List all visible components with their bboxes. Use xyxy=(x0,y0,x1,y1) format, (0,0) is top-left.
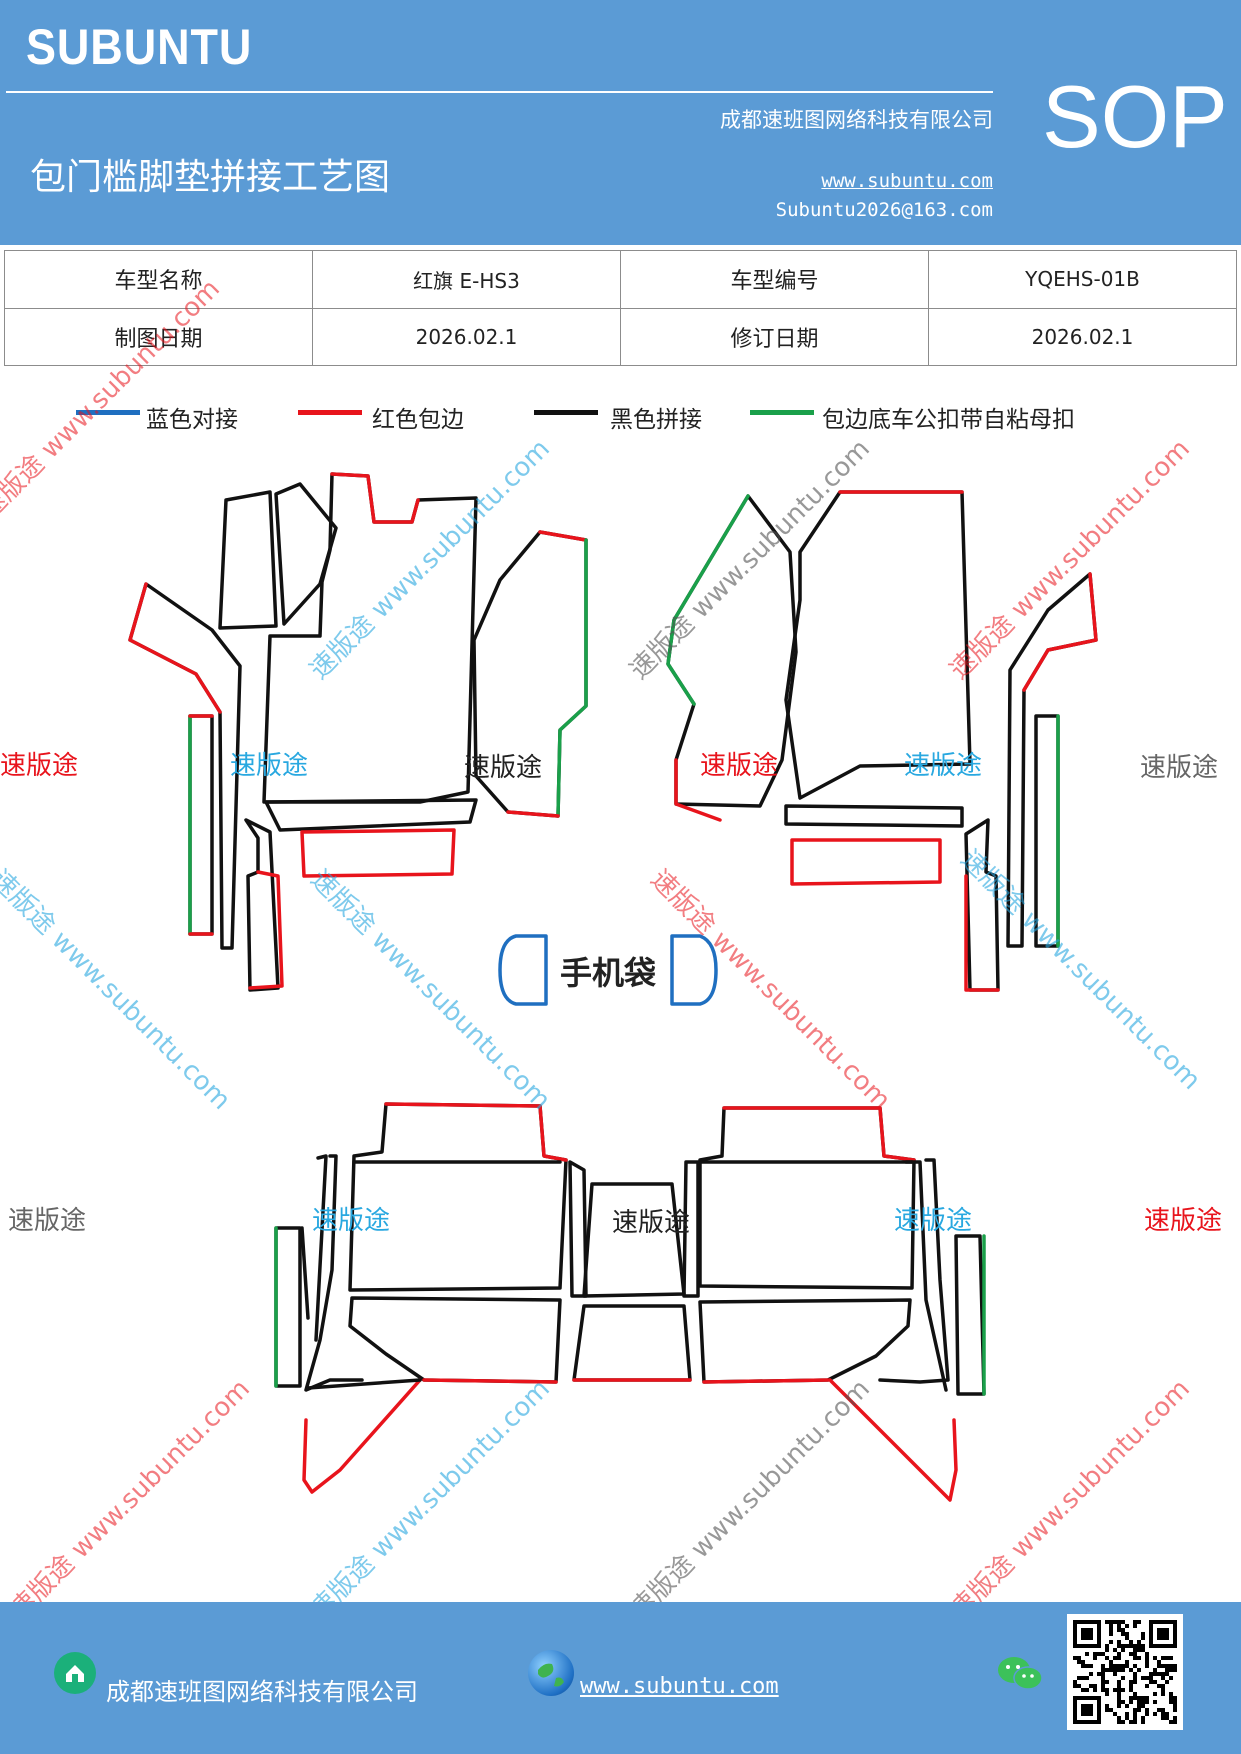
legend-label: 黑色拼接 xyxy=(610,407,702,433)
model-name-value: 红旗 E-HS3 xyxy=(312,250,621,309)
footer-banner: 成都速班图网络科技有限公司 www.subuntu.com xyxy=(0,1602,1241,1754)
phone-bag-label: 手机袋 xyxy=(560,954,656,992)
footer-website-link[interactable]: www.subuntu.com xyxy=(580,1674,779,1699)
watermark-text: 速版途 xyxy=(904,751,983,781)
home-icon-glyph xyxy=(66,1665,84,1682)
watermark-text: 速版途 xyxy=(700,751,779,781)
revise-date-value: 2026.02.1 xyxy=(928,307,1237,366)
header-company: 成都速班图网络科技有限公司 xyxy=(720,108,993,132)
qr-code-pattern xyxy=(1073,1620,1177,1724)
watermark-text: 速版途 xyxy=(0,751,79,781)
watermark-text: 速版途 xyxy=(894,1206,973,1236)
sop-badge: SOP xyxy=(1042,67,1228,166)
revise-date-label: 修订日期 xyxy=(620,307,929,366)
draw-date-value: 2026.02.1 xyxy=(312,307,621,366)
model-code-value: YQEHS-01B xyxy=(928,250,1237,309)
watermark-text: 速版途 xyxy=(1144,1206,1223,1236)
header-website-link[interactable]: www.subuntu.com xyxy=(821,170,993,192)
header-email[interactable]: Subuntu2026@163.com xyxy=(775,199,993,221)
footer-company: 成都速班图网络科技有限公司 xyxy=(106,1678,418,1706)
watermark-text: 速版途 xyxy=(8,1206,87,1236)
header-banner: SUBUNTU 成都速班图网络科技有限公司 包门槛脚垫拼接工艺图 www.sub… xyxy=(0,0,1241,245)
wechat-icon-glyph xyxy=(998,1657,1043,1690)
vehicle-info-table: 车型名称 红旗 E-HS3 车型编号 YQEHS-01B 制图日期 2026.0… xyxy=(4,250,1237,366)
legend-label: 包边底车公扣带自粘母扣 xyxy=(822,407,1075,433)
front-left-mat xyxy=(128,472,588,992)
qr-code-image xyxy=(1067,1614,1183,1730)
header-divider xyxy=(6,91,993,93)
model-name-label: 车型名称 xyxy=(4,250,313,309)
wechat-icon[interactable] xyxy=(996,1654,1044,1694)
brand-logo: SUBUNTU xyxy=(26,19,253,75)
legend-swatch-blue xyxy=(76,410,140,415)
legend-swatch-black xyxy=(534,410,598,415)
rear-mat xyxy=(274,1102,986,1502)
front-right-mat xyxy=(666,490,1098,992)
watermark-text: 速版途 xyxy=(464,753,543,783)
home-icon xyxy=(54,1652,96,1694)
draw-date-label: 制图日期 xyxy=(4,307,313,366)
table-row: 制图日期 2026.02.1 修订日期 2026.02.1 xyxy=(4,307,1237,366)
watermark-text: 速版途 xyxy=(1140,753,1219,783)
watermark-text: 速版途 xyxy=(612,1208,691,1238)
watermark-text: 速版途 xyxy=(312,1206,391,1236)
page-title: 包门槛脚垫拼接工艺图 xyxy=(30,157,391,198)
model-code-label: 车型编号 xyxy=(620,250,929,309)
phone-bag-pieces xyxy=(498,934,718,1006)
globe-icon xyxy=(528,1650,574,1696)
legend-swatch-green xyxy=(750,410,814,415)
table-row: 车型名称 红旗 E-HS3 车型编号 YQEHS-01B xyxy=(4,250,1237,309)
legend-label: 蓝色对接 xyxy=(146,407,238,433)
watermark-text: 速版途 xyxy=(230,751,309,781)
legend-label: 红色包边 xyxy=(372,407,464,433)
globe-icon-glyph xyxy=(538,1663,564,1687)
legend-swatch-red xyxy=(298,410,362,415)
